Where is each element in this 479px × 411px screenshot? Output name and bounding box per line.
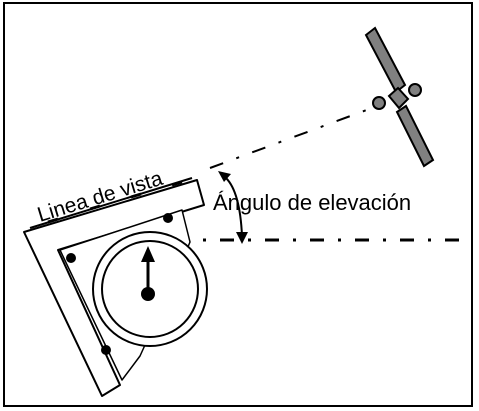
satellite-upper-panel: [364, 26, 407, 94]
line-of-sight: [209, 107, 373, 169]
satellite-lower-panel: [395, 104, 435, 168]
arc-arrowhead-top: [218, 171, 231, 182]
inclinometer-icon: [23, 177, 208, 397]
screw-left: [66, 253, 76, 263]
satellite-icon: [364, 26, 435, 168]
inclinometer-bracket: [23, 179, 205, 397]
sighting-ticks: [47, 180, 183, 224]
satellite-right-dish: [408, 83, 422, 97]
elevation-angle-label: Ángulo de elevación: [213, 190, 411, 215]
arc-arrowhead-bottom: [236, 232, 248, 244]
dial-needle-arrowhead: [141, 246, 155, 262]
dial-pivot: [141, 287, 155, 301]
screw-top-right: [163, 213, 173, 223]
diagram-frame: [3, 2, 473, 407]
satellite-body: [387, 86, 410, 110]
elevation-angle-arc: [218, 171, 248, 244]
satellite-left-dish: [372, 96, 386, 110]
screw-bottom: [101, 345, 111, 355]
